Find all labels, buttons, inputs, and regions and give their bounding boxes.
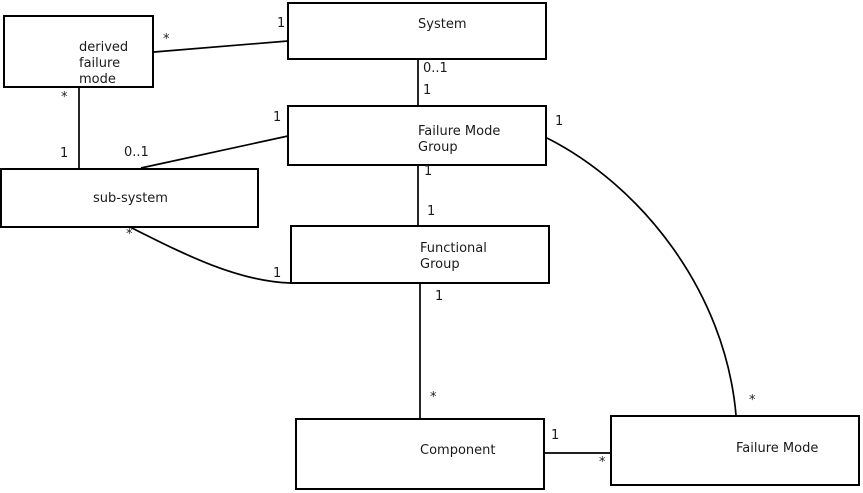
box-failure-mode: Failure Mode: [610, 415, 860, 486]
box-sub-system: sub-system: [0, 168, 259, 228]
edge-sub-system-functional-group: [129, 226, 291, 284]
box-derived-failure-mode: derived failure mode: [3, 15, 154, 88]
mult-derived-failure-mode-system-target: 1: [277, 16, 286, 31]
mult-failure-mode-group-failure-mode-target: *: [749, 393, 756, 408]
mult-component-failure-mode-source: 1: [551, 428, 560, 443]
mult-sub-system-failure-mode-group-target: 1: [273, 110, 282, 125]
mult-derived-failure-mode-system-source: *: [163, 32, 170, 47]
mult-failure-mode-group-functional-group-source: 1: [424, 164, 433, 179]
edge-failure-mode-group-failure-mode: [546, 137, 737, 416]
edge-derived-failure-mode-system: [153, 40, 289, 53]
box-functional-group: Functional Group: [290, 225, 550, 284]
edge-sub-system-failure-mode-group: [140, 135, 289, 169]
mult-component-failure-mode-target: *: [599, 455, 606, 470]
box-sub-system-label: sub-system: [93, 191, 168, 206]
mult-sub-system-failure-mode-group-source: 0..1: [124, 145, 149, 160]
mult-functional-group-component-source: 1: [435, 289, 444, 304]
box-component: Component: [295, 418, 545, 490]
box-system-label: System: [418, 17, 467, 32]
box-failure-mode-label: Failure Mode: [736, 441, 819, 456]
mult-failure-mode-group-functional-group-target: 1: [427, 204, 436, 219]
mult-sub-system-functional-group-target: 1: [273, 266, 282, 281]
box-derived-failure-mode-label: derived failure mode: [79, 40, 129, 87]
box-failure-mode-group-label: Failure Mode Group: [418, 124, 501, 155]
mult-failure-mode-group-failure-mode-source: 1: [555, 114, 564, 129]
mult-system-failure-mode-group-source: 0..1: [423, 61, 448, 76]
mult-derived-failure-mode-sub-system-source: *: [61, 90, 68, 105]
box-component-label: Component: [420, 443, 496, 458]
mult-sub-system-functional-group-source: *: [126, 227, 133, 242]
mult-functional-group-component-target: *: [430, 390, 437, 405]
mult-system-failure-mode-group-target: 1: [423, 83, 432, 98]
mult-derived-failure-mode-sub-system-target: 1: [60, 146, 69, 161]
box-failure-mode-group: Failure Mode Group: [287, 105, 547, 166]
box-functional-group-label: Functional Group: [420, 241, 487, 272]
box-system: System: [287, 2, 547, 60]
